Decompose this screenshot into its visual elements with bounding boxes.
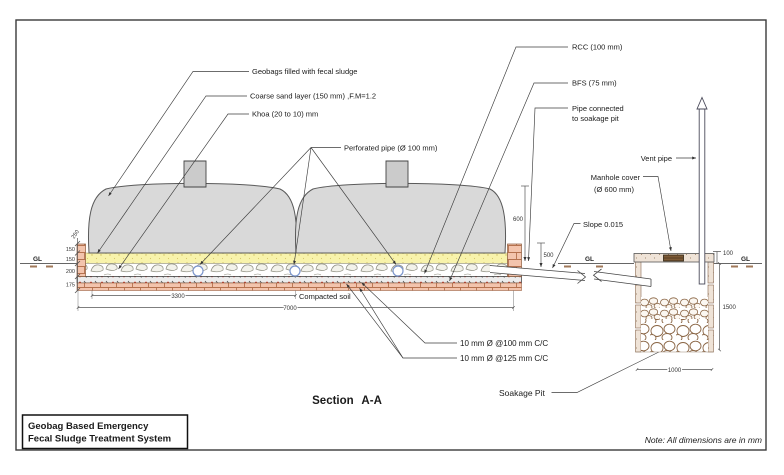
pit-walls [635, 261, 714, 353]
dim-3300: 3300 [171, 294, 185, 300]
label-pipe-connected-2: to soakage pit [572, 114, 620, 123]
label-vent-pipe: Vent pipe [641, 154, 672, 163]
ground-level-left: GL [20, 256, 77, 268]
pipe-break-arrow-left [592, 268, 602, 282]
leader-khoa [118, 113, 249, 270]
gl-label-mid: GL [585, 256, 594, 263]
geobag-left [87, 182, 298, 254]
dim-7000: 7000 [283, 306, 297, 312]
dim-100: 100 [723, 251, 734, 257]
dim-sand-150: 150 [66, 257, 75, 263]
leader-slope [552, 223, 581, 269]
dim-1000: 1000 [668, 368, 682, 374]
pit-stones-lower [641, 319, 708, 352]
pit-stones-upper [641, 297, 708, 319]
title-block-line2: Fecal Sludge Treatment System [28, 434, 171, 445]
label-rcc: RCC (100 mm) [572, 43, 623, 52]
label-khoa: Khoa (20 to 10) mm [252, 110, 318, 119]
leader-pipe-connected [527, 107, 568, 262]
title-block-box [21, 414, 189, 450]
perforated-pipes [192, 265, 404, 277]
leader-perforated-3 [310, 147, 397, 265]
dim-khoa-200: 200 [66, 269, 75, 275]
leader-rcc [424, 46, 568, 274]
dim-600: 600 [513, 217, 524, 223]
leader-perforated-1 [199, 147, 312, 265]
soakage-pit [633, 253, 715, 353]
label-compacted-soil: Compacted soil [299, 292, 351, 301]
coarse-sand-layer [84, 252, 508, 264]
leader-rebar-100 [361, 282, 457, 344]
leader-soakage-pit [551, 346, 670, 393]
label-rebar-100: 10 mm Ø @100 mm C/C [460, 339, 548, 348]
vent-pipe-cap [696, 96, 708, 110]
rcc-layer [76, 276, 522, 284]
bed-left-wall [76, 243, 86, 277]
label-manhole-2: (Ø 600 mm) [594, 185, 635, 194]
outlet-pipe-segment-2 [592, 268, 652, 287]
label-coarse-sand: Coarse sand layer (150 mm) ,F.M=1.2 [250, 92, 376, 101]
title-block-line1: Geobag Based Emergency [28, 421, 149, 432]
section-title: Section A-A [312, 395, 382, 407]
title-block: Geobag Based Emergency Fecal Sludge Trea… [21, 414, 189, 450]
callout-leaders [97, 46, 696, 393]
bed-width-dimensions: 3300 7000 [76, 290, 515, 313]
leader-geobags [108, 71, 249, 197]
note-dimensions: Note: All dimensions are in mm [645, 435, 762, 445]
leader-rebar-125b [359, 287, 404, 359]
gl-label-right: GL [741, 256, 750, 263]
label-rebar-125: 10 mm Ø @125 mm C/C [460, 354, 548, 363]
perforated-pipe-3 [392, 265, 404, 277]
leader-perforated-2 [293, 147, 312, 265]
geobag-inlet-left [183, 160, 207, 188]
pit-dimensions: 100 1500 1000 [635, 250, 738, 375]
leader-bfs [449, 82, 568, 282]
label-slope: Slope 0.015 [583, 220, 623, 229]
leader-coarse-sand [97, 95, 247, 254]
perforated-pipe-2 [289, 265, 301, 277]
bfs-layer [76, 282, 522, 291]
gl-label-left: GL [33, 256, 42, 263]
dim-freeboard-150: 150 [66, 247, 75, 253]
label-perforated-pipe: Perforated pipe (Ø 100 mm) [344, 144, 438, 153]
label-pipe-connected-1: Pipe connected [572, 104, 624, 113]
bed-height-dimensions: 150 150 200 175 250 [66, 229, 81, 294]
dim-slab-175: 175 [66, 283, 75, 289]
label-soakage-pit: Soakage Pit [499, 388, 545, 398]
perforated-pipe-1 [192, 265, 204, 277]
geobags [87, 160, 507, 254]
dim-wall-top: 250 [71, 229, 81, 240]
vent-pipe-body [698, 107, 706, 285]
dim-1500: 1500 [723, 305, 737, 311]
geobag-right [294, 182, 507, 254]
dim-500: 500 [544, 253, 555, 259]
label-geobags: Geobags filled with fecal sludge [252, 67, 357, 76]
vent-pipe [696, 96, 708, 285]
label-bfs: BFS (75 mm) [572, 79, 617, 88]
label-manhole-1: Manhole cover [591, 173, 641, 182]
outlet-dimensions: 600 500 [512, 185, 555, 267]
pipe-break-arrow-right [577, 270, 587, 284]
outlet-pipe-segment-1 [489, 265, 587, 284]
ground-level-right: GL [714, 256, 762, 268]
leader-manhole [643, 176, 672, 252]
ground-level-mid: GL [558, 256, 634, 268]
geobag-inlet-right [385, 160, 409, 188]
